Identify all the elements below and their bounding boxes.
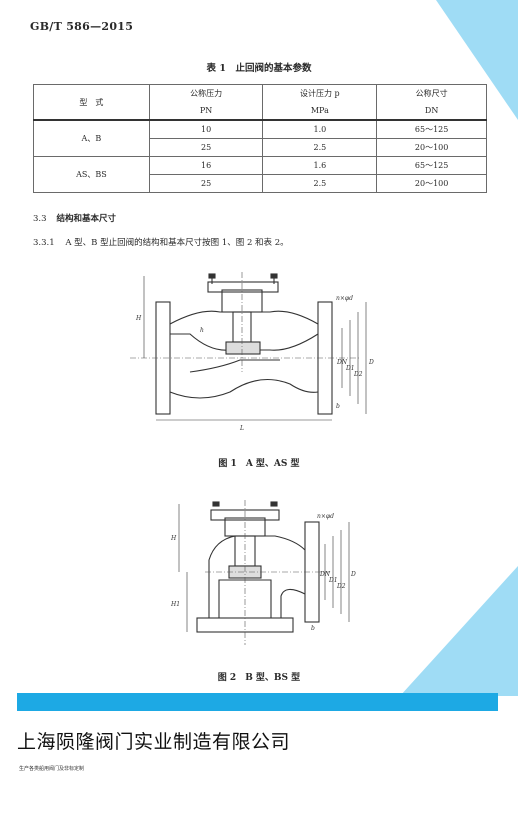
label-b: b (336, 403, 340, 410)
table-cell: 2.5 (262, 174, 378, 193)
label-D2: D2 (336, 583, 346, 590)
table-title: 表 1 止回阀的基本参数 (206, 63, 312, 74)
table-row: A、B 10 1.0 65～125 (33, 119, 487, 157)
table-cell: 65～125 (376, 156, 487, 175)
company-name: 上海陨隆阀门实业制造有限公司 (17, 731, 291, 753)
table-cell: 1.6 (262, 156, 378, 175)
type-cell: A、B (33, 119, 150, 157)
section-paragraph: 3.3.1 A 型、B 型止回阀的结构和基本尺寸按图 1、图 2 和表 2。 (33, 236, 289, 248)
col-header-dn-unit: DN (376, 102, 487, 120)
label-D2: D2 (353, 371, 363, 378)
col-header-pn: 公称压力 (148, 84, 264, 102)
accent-bar (17, 693, 498, 711)
figure-2-caption: 图 2 B 型、BS 型 (217, 673, 301, 683)
subsection-number: 3.3.1 (33, 238, 55, 248)
type-cell: AS、BS (33, 156, 150, 193)
label-L: L (239, 425, 244, 432)
parameters-table: 型 式 公称压力 设计压力 p 公称尺寸 PN MPa DN A、B 10 1.… (33, 84, 487, 193)
nut-left (212, 501, 220, 507)
table-cell: 20～100 (376, 174, 487, 193)
label-DN: DN (336, 359, 348, 366)
label-D: D (368, 359, 374, 366)
table-cell: 65～125 (376, 119, 487, 139)
table-cell: 16 (148, 156, 264, 175)
table-row: 25 2.5 20～100 (34, 174, 487, 193)
company-tagline: 生产各类船用阀门及非标定制 (19, 766, 85, 772)
section-number: 3.3 (33, 214, 47, 224)
body-right-contour (280, 588, 306, 618)
table-cell: 2.5 (262, 138, 378, 157)
col-header-pn-unit: PN (148, 102, 264, 120)
figure-1-caption: 图 1 A 型、AS 型 (218, 459, 300, 469)
label-D1: D1 (345, 365, 355, 372)
nut-right (270, 273, 278, 279)
label-h: h (200, 327, 204, 334)
disc-guide (234, 535, 256, 567)
table-cell: 25 (148, 138, 264, 157)
seat-line (189, 359, 280, 373)
label-D1: D1 (328, 577, 338, 584)
label-DN: DN (319, 571, 331, 578)
figure-2-drawing: H H1 DN D1 D2 D n×φd b (170, 500, 356, 645)
label-bolt: n×φd (317, 513, 334, 520)
label-b: b (311, 625, 315, 632)
label-D: D (350, 571, 356, 578)
label-H: H (135, 315, 142, 322)
col-header-pressure: 设计压力 p (262, 84, 378, 102)
table-cell: 20～100 (376, 138, 487, 157)
standard-number: GB/T 586—2015 (30, 20, 134, 33)
nut-right (270, 501, 278, 507)
figure-1-drawing: H h L DN D1 D2 D n×φd b (130, 272, 374, 432)
col-header-pressure-unit: MPa (262, 102, 378, 120)
col-header-dn: 公称尺寸 (376, 84, 487, 102)
body-bottom-contour (169, 379, 319, 399)
cover-flange (207, 281, 279, 293)
corner-decoration-bottom (400, 566, 518, 696)
section-heading: 3.3 结构和基本尺寸 (33, 212, 116, 224)
table-cell: 10 (148, 119, 264, 139)
table-cell: 25 (148, 174, 264, 193)
section-title: 结构和基本尺寸 (56, 214, 117, 224)
table-cell: 1.0 (262, 119, 378, 139)
table-row: AS、BS 16 1.6 65～125 (33, 156, 487, 193)
subsection-text: A 型、B 型止回阀的结构和基本尺寸按图 1、图 2 和表 2。 (65, 238, 289, 248)
col-header-type: 型 式 (33, 84, 150, 120)
label-H: H (170, 535, 177, 542)
valve-disc (225, 341, 261, 355)
label-bolt: n×φd (336, 295, 353, 302)
nut-left (208, 273, 216, 279)
body-top-contour (169, 310, 319, 325)
label-H1: H1 (170, 601, 180, 608)
